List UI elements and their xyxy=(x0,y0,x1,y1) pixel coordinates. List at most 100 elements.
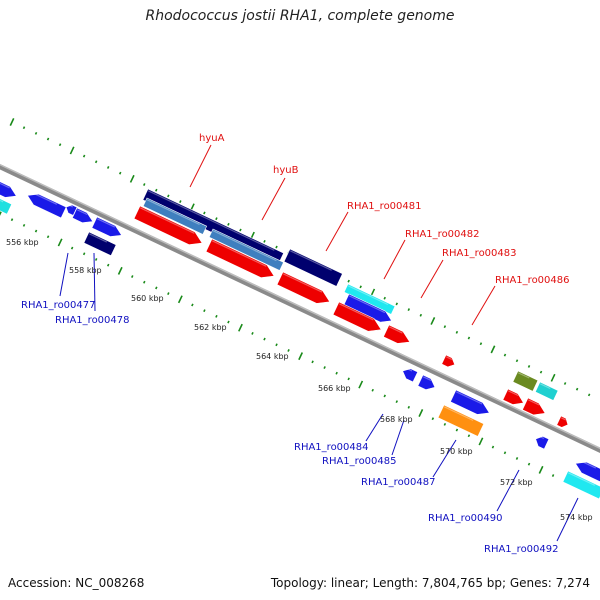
gene-box[interactable] xyxy=(83,231,117,257)
gene-label-ro00487[interactable]: RHA1_ro00487 xyxy=(361,477,436,488)
gene-arrow[interactable] xyxy=(0,176,19,202)
ruler-minor-tick xyxy=(275,245,278,249)
gene-arrow[interactable] xyxy=(64,203,78,216)
ruler-label-568: 568 kbp xyxy=(380,415,413,424)
ruler-minor-tick xyxy=(143,183,146,186)
ruler-minor-tick xyxy=(551,474,555,477)
label-leader-line xyxy=(189,144,212,188)
gene-arrow[interactable] xyxy=(205,238,277,282)
ruler-minor-tick xyxy=(383,296,386,300)
gene-label-ro00482[interactable]: RHA1_ro00482 xyxy=(405,229,480,240)
ruler-minor-tick xyxy=(359,285,362,289)
ruler-major-tick xyxy=(418,409,424,417)
gene-label-ro00483[interactable]: RHA1_ro00483 xyxy=(442,248,517,259)
ruler-label-570: 570 kbp xyxy=(440,447,473,456)
gene-arrow[interactable] xyxy=(91,216,124,241)
ruler-major-tick xyxy=(538,465,544,474)
gene-box[interactable] xyxy=(0,193,13,215)
accession-text: Accession: NC_008268 xyxy=(8,576,145,590)
ruler-minor-tick xyxy=(203,309,206,313)
map-title: Rhodococcus jostii RHA1, complete genome xyxy=(145,8,455,24)
gene-arrow[interactable] xyxy=(450,389,492,419)
ruler-minor-tick xyxy=(82,252,86,256)
gene-box[interactable] xyxy=(283,248,343,287)
ruler-minor-tick xyxy=(503,451,507,455)
ruler-major-tick xyxy=(298,352,304,361)
gene-label-ro00484[interactable]: RHA1_ro00484 xyxy=(294,442,369,453)
ruler-minor-tick xyxy=(347,377,350,381)
label-leader-line xyxy=(432,439,457,478)
ruler-minor-tick xyxy=(575,387,579,391)
gene-arrow[interactable] xyxy=(133,205,205,249)
gene-label-ro00490[interactable]: RHA1_ro00490 xyxy=(428,513,503,524)
ruler-minor-tick xyxy=(22,223,26,227)
gene-box[interactable] xyxy=(142,197,208,235)
gene-arrow[interactable] xyxy=(533,434,550,450)
ruler-minor-tick xyxy=(527,462,531,466)
gene-box[interactable] xyxy=(208,228,284,271)
label-leader-line xyxy=(391,419,405,456)
gene-label-hyub[interactable]: hyuB xyxy=(273,165,299,176)
ruler-minor-tick xyxy=(263,239,266,243)
gene-arrow[interactable] xyxy=(71,207,95,226)
ruler-minor-tick xyxy=(227,222,230,226)
ruler-major-tick xyxy=(430,317,436,325)
gene-arrow[interactable] xyxy=(556,415,570,429)
ruler-minor-tick xyxy=(70,246,74,250)
gene-arrow[interactable] xyxy=(441,354,457,369)
gene-arrow[interactable] xyxy=(417,374,438,393)
gene-label-hyua[interactable]: hyuA xyxy=(199,133,225,144)
ruler-minor-tick xyxy=(46,137,50,141)
gene-label-ro00486[interactable]: RHA1_ro00486 xyxy=(495,275,570,286)
gene-box[interactable] xyxy=(534,381,559,401)
ruler-label-556: 556 kbp xyxy=(6,238,39,247)
ruler-minor-tick xyxy=(275,343,278,347)
gene-arrow[interactable] xyxy=(25,190,67,219)
ruler-major-tick xyxy=(550,373,556,382)
gene-box[interactable] xyxy=(437,404,485,437)
gene-label-ro00478[interactable]: RHA1_ro00478 xyxy=(55,315,130,326)
label-leader-line xyxy=(496,469,520,512)
gene-label-ro00492[interactable]: RHA1_ro00492 xyxy=(484,544,559,555)
ruler-minor-tick xyxy=(335,371,338,375)
label-leader-line xyxy=(93,252,96,312)
gene-label-ro00481[interactable]: RHA1_ro00481 xyxy=(347,201,422,212)
ruler-minor-tick xyxy=(179,200,182,204)
gene-arrow[interactable] xyxy=(276,271,333,308)
gene-arrow[interactable] xyxy=(343,293,394,326)
ruler-major-tick xyxy=(490,345,496,354)
ruler-minor-tick xyxy=(455,428,459,432)
gene-arrow[interactable] xyxy=(383,324,412,348)
ruler-minor-tick xyxy=(407,308,411,312)
ruler-major-tick xyxy=(117,266,123,275)
gene-box[interactable] xyxy=(343,283,396,315)
ruler-minor-tick xyxy=(106,263,110,267)
gene-label-ro00477[interactable]: RHA1_ro00477 xyxy=(21,300,96,311)
gene-label-ro00485[interactable]: RHA1_ro00485 xyxy=(322,456,397,467)
gene-arrow[interactable] xyxy=(522,397,547,419)
ruler-minor-tick xyxy=(155,286,158,290)
ruler-label-558: 558 kbp xyxy=(69,266,102,275)
gene-box[interactable] xyxy=(512,370,539,392)
gene-arrow[interactable] xyxy=(573,458,600,483)
ruler-major-tick xyxy=(9,118,15,126)
ruler-major-tick xyxy=(478,437,484,446)
gene-arrow[interactable] xyxy=(332,301,384,336)
ruler-minor-tick xyxy=(118,171,122,175)
ruler-minor-tick xyxy=(10,218,14,222)
ruler-minor-tick xyxy=(263,337,266,341)
ruler-minor-tick xyxy=(155,188,158,192)
ruler-minor-tick xyxy=(167,194,170,198)
gene-arrow[interactable] xyxy=(502,388,526,408)
gene-box[interactable] xyxy=(562,470,600,500)
gene-features xyxy=(0,176,600,500)
ruler-label-560: 560 kbp xyxy=(131,294,164,303)
ruler-label-566: 566 kbp xyxy=(318,384,351,393)
ruler-minor-tick xyxy=(34,229,38,233)
gene-arrow[interactable] xyxy=(400,366,419,383)
ruler-minor-tick xyxy=(539,370,543,374)
label-leader-line xyxy=(471,285,496,326)
ruler-minor-tick xyxy=(455,330,459,334)
label-leader-line xyxy=(556,497,579,542)
ruler-minor-tick xyxy=(527,365,531,368)
